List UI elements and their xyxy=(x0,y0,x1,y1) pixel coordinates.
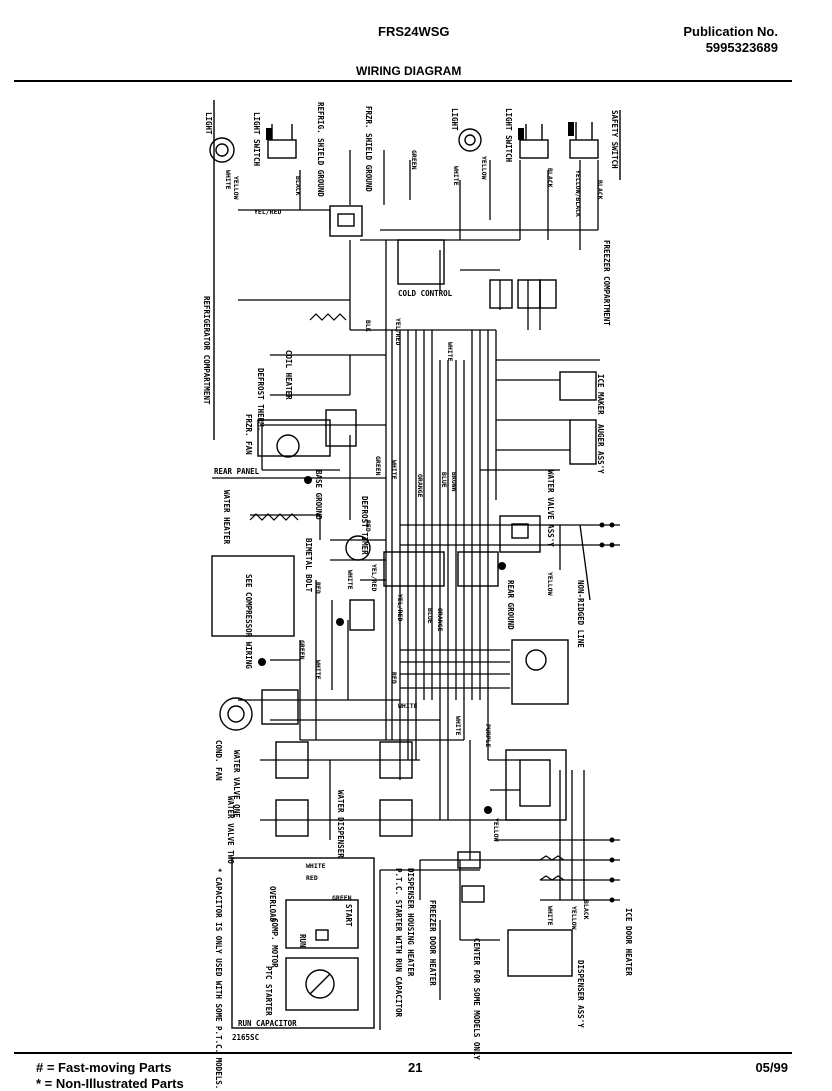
label-ptc-note: P.T.C. STARTER WITH RUN CAPACITOR xyxy=(394,868,403,1017)
label-ice-maker: ICE MAKER xyxy=(596,374,605,415)
wire-label-white-10: WHITE xyxy=(546,906,554,926)
label-refrig-shield: REFRIG. SHIELD GROUND xyxy=(316,102,325,197)
wire-label-yelred-2: YEL/RED xyxy=(394,318,402,345)
wire-label-white-2: WHITE xyxy=(452,166,460,186)
label-cond-fan: COND. FAN xyxy=(214,740,223,781)
label-light-switch-left: LIGHT SWITCH xyxy=(252,112,261,167)
wire-label-yelred-3: YEL/RED xyxy=(370,564,378,591)
label-water-valve-one: WATER VALVE ONE xyxy=(232,750,241,818)
wire-label-green: GREEN xyxy=(410,150,418,170)
wire-label-red-2: RED xyxy=(314,582,322,594)
wire-label-white-9: WHITE xyxy=(306,862,326,870)
label-auger-assy: AUGER ASS'Y xyxy=(596,424,605,474)
wire-label-white-7: WHITE xyxy=(398,702,418,710)
wire-label-yellow-5: YELLOW xyxy=(570,906,578,930)
label-freezer-compartment: FREEZER COMPARTMENT xyxy=(602,240,611,326)
wire-label-red-3: RED xyxy=(390,672,398,684)
page-number: 21 xyxy=(408,1060,423,1075)
label-freezer-door-heater: FREEZER DOOR HEATER xyxy=(428,900,437,986)
label-light-switch-right: LIGHT SWITCH xyxy=(504,108,513,163)
label-rear-ground: REAR GROUND xyxy=(506,580,515,630)
label-non-ridged: NON-RIDGED LINE xyxy=(576,580,585,648)
wire-label-purple: PURPLE xyxy=(484,724,492,748)
label-overload: OVERLOAD xyxy=(268,886,277,923)
wire-label-yellow-2: YELLOW xyxy=(480,156,488,180)
label-base-ground: BASE GROUND xyxy=(314,470,323,520)
wire-label-red-4: RED xyxy=(306,874,318,882)
label-water-valve-two: WATER VALVE TWO xyxy=(226,796,235,864)
label-bimetal: BIMETAL BOLT xyxy=(304,538,313,593)
publication-number: 5995323689 xyxy=(705,40,778,55)
wire-label-black: BLACK xyxy=(294,176,302,196)
header-rule xyxy=(14,80,792,82)
label-light-right: LIGHT xyxy=(450,108,459,131)
wire-label-white-3: WHITE xyxy=(446,342,454,362)
footer-rule xyxy=(14,1052,792,1054)
wire-label-green-3: GREEN xyxy=(298,640,306,660)
label-frzr-shield: FRZR. SHIELD GROUND xyxy=(364,106,373,192)
label-run-capacitor: RUN CAPACITOR xyxy=(238,1019,297,1028)
legend-fast-moving: # = Fast-moving Parts xyxy=(36,1060,172,1075)
label-rear-panel: REAR PANEL xyxy=(214,467,260,476)
wire-label-orange-2: ORANGE xyxy=(436,608,444,632)
label-comp-motor: COMP. MOTOR xyxy=(270,918,279,968)
diagram-title: WIRING DIAGRAM xyxy=(356,64,462,78)
label-start: START xyxy=(344,904,353,927)
wire-label-white-6: WHITE xyxy=(314,660,322,680)
wire-label-blue-2: BLUE xyxy=(426,608,434,624)
wire-label-blue: BLUE xyxy=(440,472,448,488)
label-run: RUN xyxy=(298,934,307,948)
label-capacitor-note: * CAPACITOR IS ONLY USED WITH SOME P.T.C… xyxy=(214,868,223,1088)
label-light-left: LIGHT xyxy=(204,112,213,135)
label-cold-control: COLD CONTROL xyxy=(398,289,453,298)
label-dispenser-housing: DISPENSER HOUSING HEATER xyxy=(406,868,415,977)
label-defrost-therm: DEFROST THERM. xyxy=(256,368,265,431)
wire-label-orange: ORANGE xyxy=(416,474,424,498)
wire-label-white-4: WHITE xyxy=(390,460,398,480)
wire-label-yelred: YEL/RED xyxy=(254,208,281,216)
label-dispenser-assy: DISPENSER ASS'Y xyxy=(576,960,585,1028)
wire-label-yellow: YELLOW xyxy=(232,176,240,200)
label-coil-heater: COIL HEATER xyxy=(284,350,293,400)
label-water-heater: WATER HEATER xyxy=(222,490,231,545)
wire-label-black-2: BLACK xyxy=(546,168,554,188)
wire-label-green-2: GREEN xyxy=(374,456,382,476)
wire-label-yellow-4: YELLOW xyxy=(492,818,500,842)
wire-label-yelred-4: YEL/RED xyxy=(396,594,404,621)
label-part-code: 2165SC xyxy=(232,1033,259,1042)
label-refrigerator-compartment: REFRIGERATOR COMPARTMENT xyxy=(202,296,211,405)
wire-label-green-4: GREEN xyxy=(332,894,352,902)
wire-label-yelblk: YELLOW/BLACK xyxy=(574,170,582,217)
label-see-compressor: SEE COMPRESSOR WIRING xyxy=(244,574,253,669)
label-ice-door-heater: ICE DOOR HEATER xyxy=(624,908,633,976)
model-number: FRS24WSG xyxy=(378,24,450,39)
label-frzr-fan: FRZR. FAN xyxy=(244,414,253,455)
label-defrost-timer: DEFROST TIMER xyxy=(360,496,369,555)
publication-label: Publication No. xyxy=(683,24,778,39)
wire-label-white-8: WHITE xyxy=(454,716,462,736)
wire-label-black-3: BLACK xyxy=(596,180,604,200)
legend-non-illustrated: * = Non-Illustrated Parts xyxy=(36,1076,184,1091)
label-ptc-starter: PTC STARTER xyxy=(264,966,273,1016)
wire-label-blk: BLK xyxy=(364,320,372,332)
label-safety-switch: SAFETY SWITCH xyxy=(610,110,619,169)
wire-label-white: WHITE xyxy=(224,170,232,190)
wire-label-brown: BROWN xyxy=(450,472,458,492)
wire-label-black-4: BLACK xyxy=(582,900,590,920)
wire-label-white-5: WHITE xyxy=(346,570,354,590)
wire-label-red: RED xyxy=(364,520,372,532)
wire-label-yellow-3: YELLOW xyxy=(546,572,554,596)
label-center-for: CENTER FOR SOME MODELS ONLY xyxy=(472,938,481,1060)
label-water-dispenser: WATER DISPENSER xyxy=(336,790,345,858)
publication-date: 05/99 xyxy=(755,1060,788,1075)
label-water-valve: WATER VALVE ASS'Y xyxy=(546,470,555,547)
